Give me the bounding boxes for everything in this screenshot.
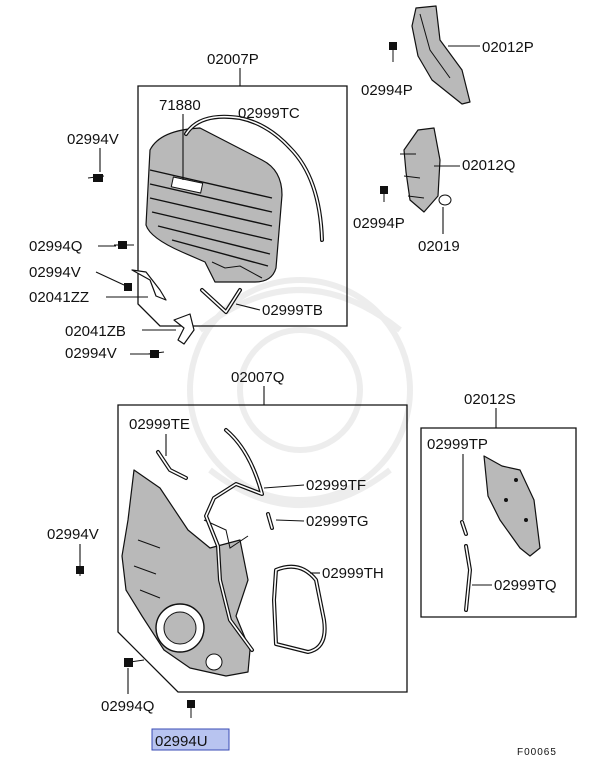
highlight-02994u — [151, 728, 230, 751]
label-02994p-mid[interactable]: 02994P — [353, 215, 405, 232]
bracket-02041zz-part[interactable] — [131, 269, 167, 301]
seal-02999th[interactable] — [272, 564, 327, 654]
bracket-02041zb-part[interactable] — [173, 313, 195, 345]
bolt-02994u[interactable] — [187, 700, 195, 718]
label-02999tf[interactable]: 02999TF — [306, 477, 366, 494]
bolt-02994p-top[interactable] — [389, 42, 397, 62]
washer-02019-part[interactable] — [438, 194, 452, 206]
label-71880[interactable]: 71880 — [159, 97, 201, 114]
label-02994v-low[interactable]: 02994V — [47, 526, 99, 543]
label-02012p[interactable]: 02012P — [482, 39, 534, 56]
label-02994q-low[interactable]: 02994Q — [101, 698, 154, 715]
label-02994v-mid2[interactable]: 02994V — [65, 345, 117, 362]
bolt-02994q-top[interactable] — [114, 241, 134, 249]
label-02999tc[interactable]: 02999TC — [238, 105, 300, 122]
label-02041zb[interactable]: 02041ZB — [65, 323, 126, 340]
bolt-02994v-low[interactable] — [76, 560, 84, 576]
seal-02999te[interactable] — [156, 450, 188, 480]
bolt-02994v-top[interactable] — [87, 174, 105, 182]
label-02999tp[interactable]: 02999TP — [427, 436, 488, 453]
label-02019[interactable]: 02019 — [418, 238, 460, 255]
bolt-02994v-mid2[interactable] — [147, 350, 165, 358]
label-02994u[interactable]: 02994U — [155, 733, 208, 750]
assembly-box-02012s — [420, 427, 577, 618]
label-02012q[interactable]: 02012Q — [462, 157, 515, 174]
label-02999tg[interactable]: 02999TG — [306, 513, 369, 530]
label-02012s[interactable]: 02012S — [464, 391, 516, 408]
label-02994v-mid[interactable]: 02994V — [29, 264, 81, 281]
label-02999tq[interactable]: 02999TQ — [494, 577, 557, 594]
label-02007p[interactable]: 02007P — [207, 51, 259, 68]
label-02994v-top[interactable]: 02994V — [67, 131, 119, 148]
figure-code: F00065 — [517, 747, 557, 758]
label-02007q[interactable]: 02007Q — [231, 369, 284, 386]
label-02999tb[interactable]: 02999TB — [262, 302, 323, 319]
cover-02012p-part[interactable] — [411, 5, 471, 105]
bolt-02994v-mid[interactable] — [124, 283, 132, 291]
label-02999te[interactable]: 02999TE — [129, 416, 190, 433]
upper-timing-cover-part[interactable] — [145, 127, 283, 283]
cover-02012q-part[interactable] — [400, 127, 441, 213]
bolt-02994q-low[interactable] — [124, 658, 145, 667]
bolt-02994p-mid[interactable] — [380, 186, 388, 202]
label-02041zz[interactable]: 02041ZZ — [29, 289, 89, 306]
assembly-box-02007q — [117, 404, 408, 693]
label-02994q-top[interactable]: 02994Q — [29, 238, 82, 255]
assembly-box-02007p — [137, 85, 348, 327]
cover-02012s-part[interactable] — [483, 455, 541, 557]
label-02994p-top[interactable]: 02994P — [361, 82, 413, 99]
label-02999th[interactable]: 02999TH — [322, 565, 384, 582]
lower-timing-cover-part[interactable] — [121, 469, 251, 677]
